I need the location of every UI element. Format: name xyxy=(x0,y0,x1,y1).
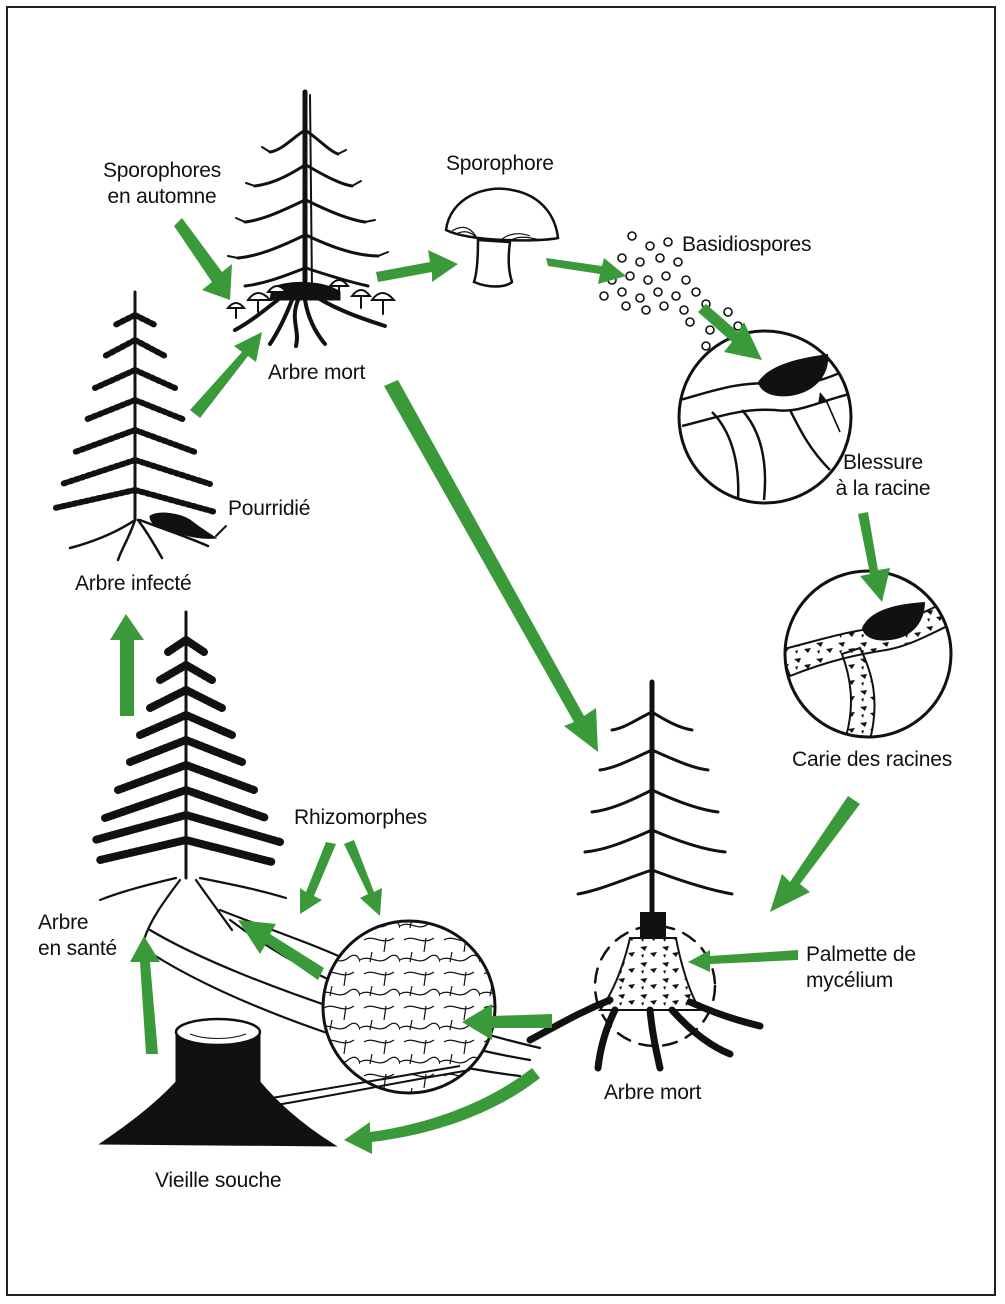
label-old-stump: Vieille souche xyxy=(155,1168,281,1194)
rhizomorph-magnifier-icon xyxy=(320,918,500,1098)
label-healthy-tree: Arbre en santé xyxy=(38,910,117,962)
root-decay-magnifier-icon xyxy=(780,571,960,740)
cycle-arrow-icon xyxy=(174,218,232,300)
cycle-arrow-icon xyxy=(384,380,598,752)
label-rhizomorphs: Rhizomorphes xyxy=(294,805,427,831)
infected-tree-icon xyxy=(55,292,226,560)
label-root-rot: Pourridié xyxy=(228,496,310,522)
cycle-arrow-icon xyxy=(190,332,262,418)
label-root-wound-line1: Blessure xyxy=(828,450,938,476)
label-root-wound: Blessure à la racine xyxy=(828,450,938,502)
label-root-wound-line2: à la racine xyxy=(828,476,938,502)
label-mycelial-fan-line2: mycélium xyxy=(806,968,916,994)
label-basidiospores: Basidiospores xyxy=(682,232,811,258)
cycle-arrow-icon xyxy=(110,614,144,716)
label-mycelial-fan-line1: Palmette de xyxy=(806,942,916,968)
label-infected-tree: Arbre infecté xyxy=(75,571,191,597)
label-mycelial-fan: Palmette de mycélium xyxy=(806,942,916,994)
label-dead-tree-bottom: Arbre mort xyxy=(604,1080,701,1106)
cycle-arrow-icon xyxy=(300,842,336,914)
cycle-arrow-icon xyxy=(344,840,382,916)
cycle-arrow-icon xyxy=(770,796,860,912)
cycle-arrow-icon xyxy=(688,950,798,972)
cycle-arrow-icon xyxy=(130,936,160,1054)
label-root-decay: Carie des racines xyxy=(792,747,952,773)
label-sporophores-autumn-line2: en automne xyxy=(92,184,232,210)
label-dead-tree-top: Arbre mort xyxy=(268,360,365,386)
dead-tree-top-icon xyxy=(228,92,394,346)
mushroom-icon xyxy=(446,189,558,287)
label-sporophores-autumn: Sporophores en automne xyxy=(92,158,232,210)
dead-tree-bottom-icon xyxy=(530,682,760,1068)
label-sporophore: Sporophore xyxy=(446,151,554,177)
cycle-arrow-icon xyxy=(238,920,324,980)
label-sporophores-autumn-line1: Sporophores xyxy=(92,158,232,184)
label-healthy-tree-line2: en santé xyxy=(38,936,117,962)
cycle-arrow-icon xyxy=(376,250,458,282)
label-healthy-tree-line1: Arbre xyxy=(38,910,117,936)
